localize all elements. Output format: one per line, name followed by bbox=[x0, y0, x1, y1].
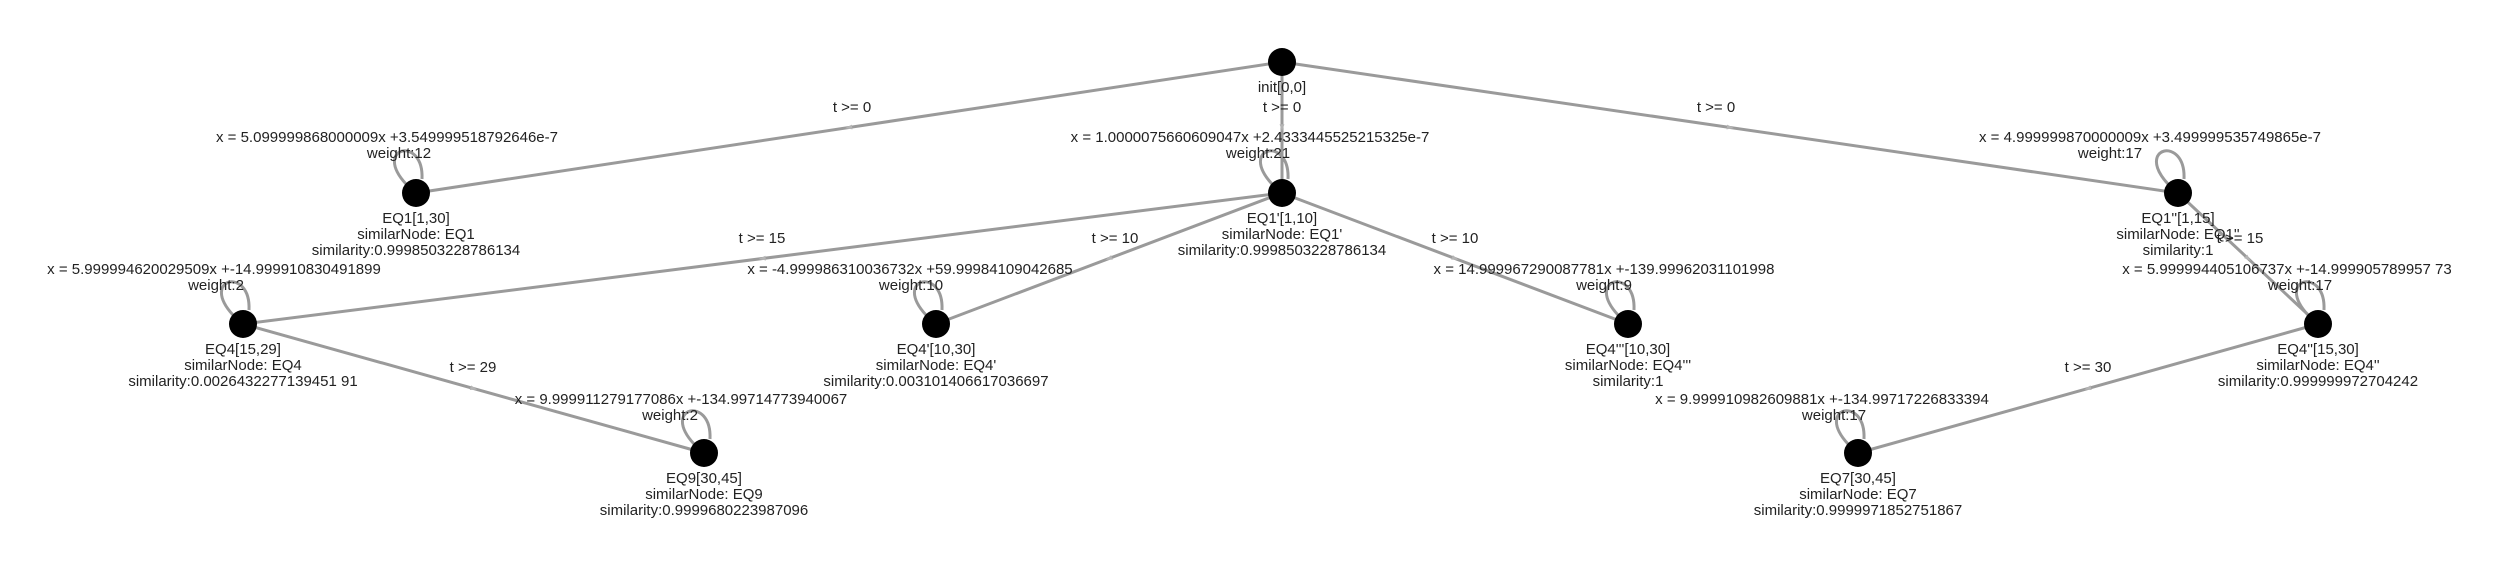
node-name-label: EQ9[30,45] bbox=[666, 470, 742, 487]
loop-weight-label: weight:10 bbox=[878, 277, 943, 294]
labels-layer: t >= 0 t >= 0 t >= 0 t >= 15 t >= 10 t >= 10 t… bbox=[47, 79, 2452, 519]
node-similarity-label: similarity:0.999999972704242 bbox=[2218, 373, 2418, 390]
edge-arrow-icon bbox=[469, 385, 478, 390]
node-similar-label: similarNode: EQ9 bbox=[645, 486, 763, 503]
self-loop-eq4_c bbox=[1604, 280, 1636, 317]
node-name-label: EQ4'''[10,30] bbox=[1586, 341, 1670, 358]
node-name-label: EQ1''[1,15] bbox=[2141, 210, 2214, 227]
self-loop-eq4_d bbox=[2294, 280, 2326, 317]
edge-label: t >= 0 bbox=[1263, 99, 1301, 116]
node-similarity-label: similarity:0.9998503228786134 bbox=[312, 242, 520, 259]
node-similar-label: similarNode: EQ4 bbox=[184, 357, 302, 374]
loop-equation-label: x = 14.999967290087781x +-139.9996203110… bbox=[1434, 261, 1775, 278]
node-similar-label: similarNode: EQ4'' bbox=[2256, 357, 2379, 374]
edge-label: t >= 10 bbox=[1092, 230, 1139, 247]
edge-label: t >= 15 bbox=[739, 230, 786, 247]
edge-label: t >= 10 bbox=[1432, 230, 1479, 247]
loop-weight-label: weight:2 bbox=[187, 277, 244, 294]
edges-layer bbox=[242, 60, 2320, 455]
node-eq7[interactable] bbox=[1844, 439, 1872, 467]
node-similarity-label: similarity:1 bbox=[1593, 373, 1664, 390]
node-similar-label: similarNode: EQ1'' bbox=[2116, 226, 2239, 243]
loop-equation-label: x = 5.099999868000009x +3.54999951879264… bbox=[216, 129, 558, 146]
node-name-label: EQ1[1,30] bbox=[382, 210, 450, 227]
nodes-layer bbox=[229, 48, 2332, 467]
node-eq4_d[interactable] bbox=[2304, 310, 2332, 338]
node-name-label: init[0,0] bbox=[1258, 79, 1306, 96]
edge-arrow-icon bbox=[2244, 254, 2251, 262]
node-eq4_a[interactable] bbox=[229, 310, 257, 338]
loop-equation-label: x = 1.0000075660609047x +2.4333445525215… bbox=[1071, 129, 1430, 146]
edge-arrow-icon bbox=[1105, 255, 1113, 260]
edge-label: t >= 30 bbox=[2065, 359, 2112, 376]
self-loop-eq1_b bbox=[1258, 149, 1290, 186]
edge-arrow-icon bbox=[758, 255, 766, 261]
node-eq1_c[interactable] bbox=[2164, 179, 2192, 207]
node-name-label: EQ4'[10,30] bbox=[897, 341, 976, 358]
node-similar-label: similarNode: EQ7 bbox=[1799, 486, 1917, 503]
loop-equation-label: x = 4.999999870000009x +3.49999953574986… bbox=[1979, 129, 2321, 146]
node-similarity-label: similarity:0.0026432277139451 91 bbox=[128, 373, 357, 390]
node-similarity-label: similarity:0.9999971852751867 bbox=[1754, 502, 1962, 519]
loop-weight-label: weight:9 bbox=[1575, 277, 1632, 294]
node-eq1_a[interactable] bbox=[402, 179, 430, 207]
edge-arrow-icon bbox=[1451, 255, 1459, 260]
node-name-label: EQ4[15,29] bbox=[205, 341, 281, 358]
node-similar-label: similarNode: EQ4' bbox=[876, 357, 997, 374]
node-name-label: EQ7[30,45] bbox=[1820, 470, 1896, 487]
edge-arrow-icon bbox=[845, 124, 853, 130]
self-loop-eq7 bbox=[1834, 409, 1866, 446]
edge-arrow-icon bbox=[1279, 124, 1285, 132]
self-loop-eq9 bbox=[680, 409, 712, 446]
self-loop-eq1_c bbox=[2154, 149, 2186, 186]
loop-weight-label: weight:12 bbox=[366, 145, 431, 162]
node-eq1_b[interactable] bbox=[1268, 179, 1296, 207]
loop-equation-label: x = -4.999986310036732x +59.999841090426… bbox=[747, 261, 1072, 278]
node-similarity-label: similarity:0.9998503228786134 bbox=[1178, 242, 1386, 259]
node-similar-label: similarNode: EQ1 bbox=[357, 226, 475, 243]
node-name-label: EQ4''[15,30] bbox=[2277, 341, 2359, 358]
node-similarity-label: similarity:0.003101406617036697 bbox=[823, 373, 1048, 390]
self-loop-eq4_b bbox=[912, 280, 944, 317]
node-similar-label: similarNode: EQ4''' bbox=[1565, 357, 1691, 374]
node-name-label: EQ1'[1,10] bbox=[1247, 210, 1317, 227]
edge-arrow-icon bbox=[2084, 385, 2092, 390]
loop-equation-label: x = 5.999994620029509x +-14.999910830491… bbox=[47, 261, 381, 278]
node-init[interactable] bbox=[1268, 48, 1296, 76]
node-eq4_b[interactable] bbox=[922, 310, 950, 338]
self-loop-eq1_a bbox=[392, 149, 424, 186]
edge-label: t >= 0 bbox=[1697, 99, 1735, 116]
node-similarity-label: similarity:1 bbox=[2143, 242, 2214, 259]
edge-label: t >= 0 bbox=[833, 99, 871, 116]
loop-weight-label: weight:17 bbox=[2077, 145, 2142, 162]
node-similarity-label: similarity:0.9999680223987096 bbox=[600, 502, 808, 519]
loop-equation-label: x = 9.999911279177086x +-134.99714773940… bbox=[515, 391, 848, 408]
loop-equation-label: x = 9.999910982609881x +-134.99717226833… bbox=[1655, 391, 1989, 408]
loop-equation-label: x = 5.999994405106737x +-14.999905789957… bbox=[2122, 261, 2451, 278]
loop-weight-label: weight:17 bbox=[1801, 407, 1866, 424]
loops-layer bbox=[219, 149, 2326, 446]
node-eq4_c[interactable] bbox=[1614, 310, 1642, 338]
edge-label: t >= 29 bbox=[450, 359, 497, 376]
node-eq9[interactable] bbox=[690, 439, 718, 467]
self-loop-eq4_a bbox=[219, 280, 251, 317]
loop-weight-label: weight:2 bbox=[641, 407, 698, 424]
node-similar-label: similarNode: EQ1' bbox=[1222, 226, 1343, 243]
edge-arrow-icon bbox=[1726, 124, 1734, 130]
loop-weight-label: weight:21 bbox=[1225, 145, 1290, 162]
loop-weight-label: weight:17 bbox=[2267, 277, 2332, 294]
edge-label: t >= 15 bbox=[2217, 230, 2264, 247]
